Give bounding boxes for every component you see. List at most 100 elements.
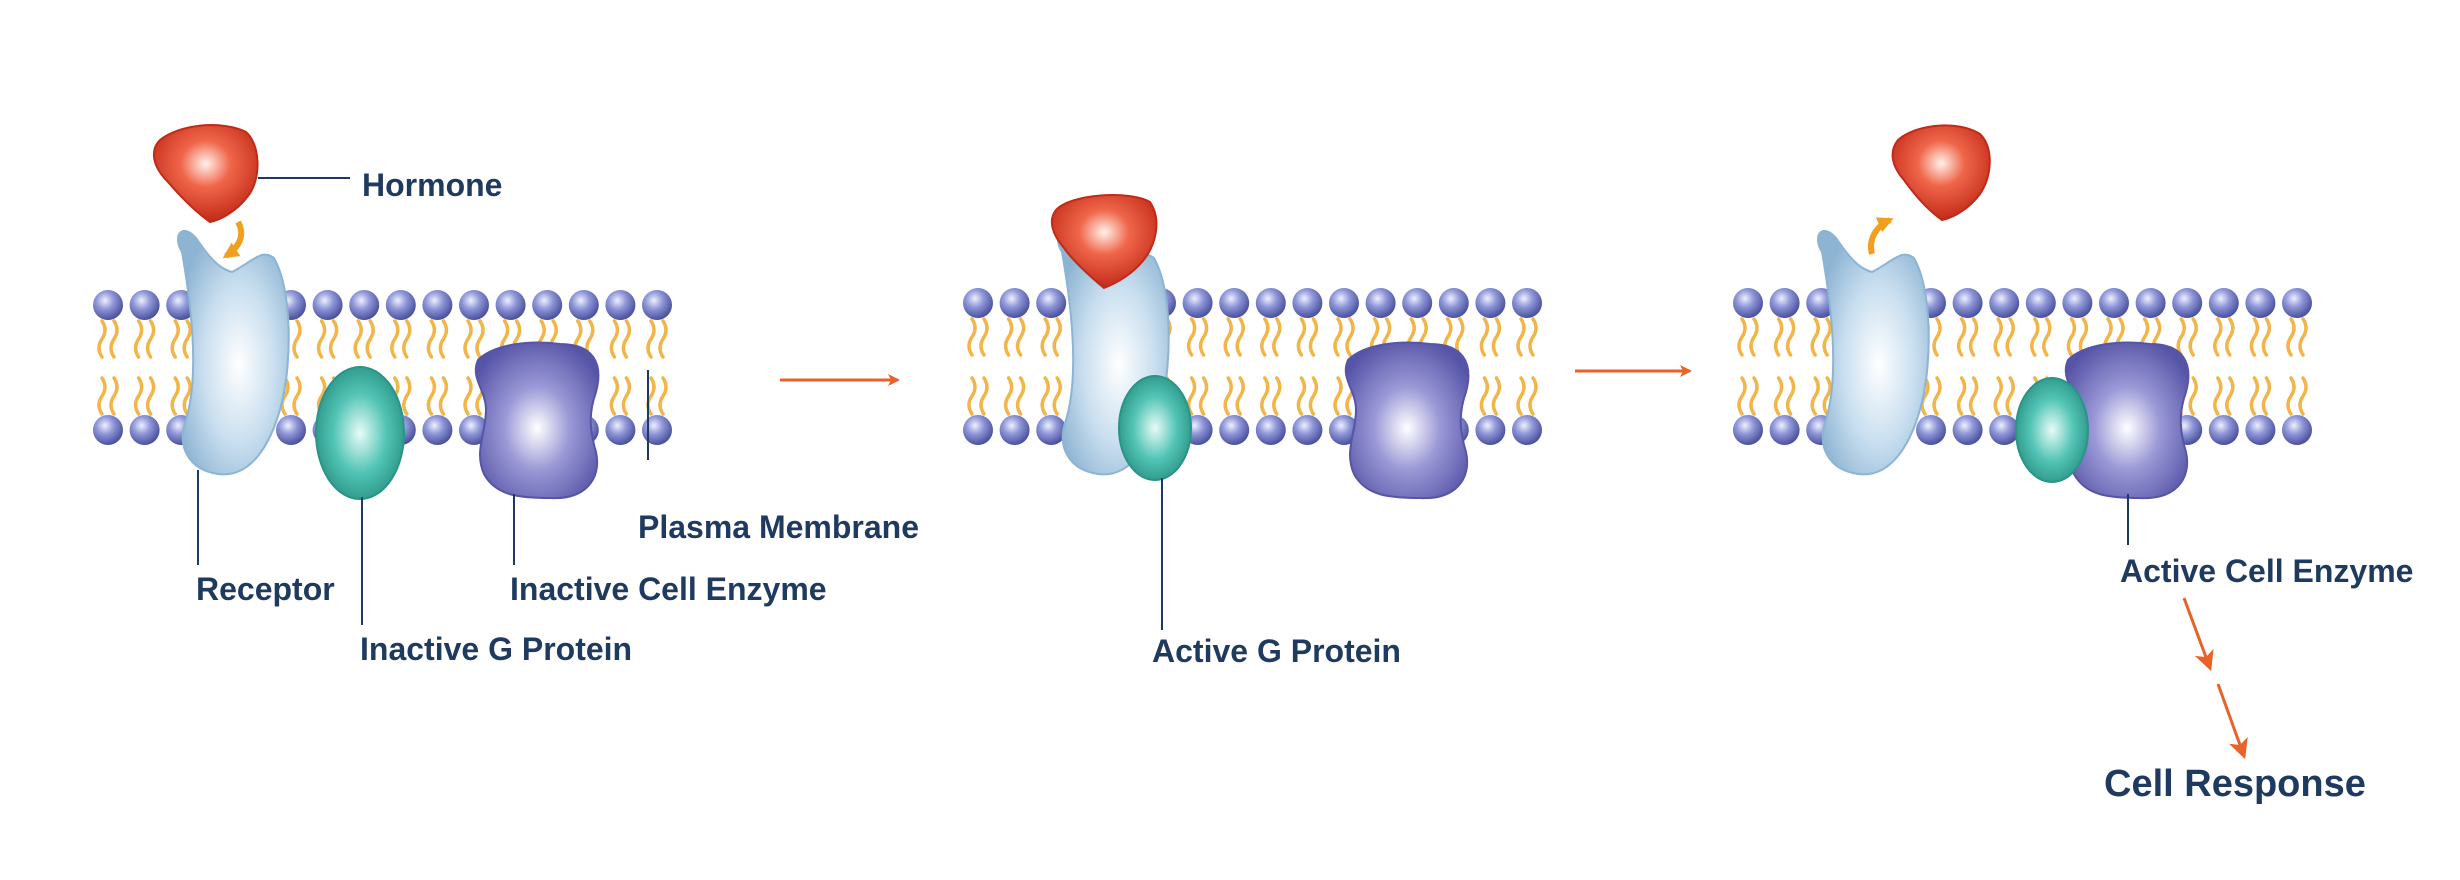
lipid-tail <box>1308 317 1319 357</box>
enzyme-shape <box>474 341 600 500</box>
lipid-tail <box>365 319 375 359</box>
lipid-tail <box>621 319 632 359</box>
lipid-tail <box>1810 376 1820 416</box>
phospholipid-head <box>2025 288 2056 318</box>
phospholipid-head <box>532 290 563 320</box>
stage-3-active <box>1817 124 2190 500</box>
release-arrow <box>1868 217 1894 255</box>
lipid-tail <box>1333 376 1343 416</box>
lipid-tail <box>2298 317 2308 357</box>
lipid-tail <box>133 376 144 416</box>
phospholipid-head <box>1219 415 1250 445</box>
lipid-tail <box>979 317 989 357</box>
lipid-tail <box>1968 376 1979 416</box>
lipid-tail <box>1235 317 1245 357</box>
lipid-tail <box>1003 317 1014 357</box>
phospholipid-head <box>1512 288 1542 318</box>
lipid-tail <box>1333 317 1343 357</box>
lipid-tail <box>1198 376 1209 416</box>
lipid-tail <box>1993 317 2003 357</box>
phospholipid-head <box>349 290 380 320</box>
phospholipid-head <box>1402 288 1433 318</box>
phospholipid-head <box>1329 288 1359 318</box>
lipid-tail <box>2261 317 2272 357</box>
lipid-tail <box>1956 376 1967 416</box>
hormone-shape <box>1891 124 1991 222</box>
phospholipid-head <box>1952 288 1983 318</box>
g-protein-shape <box>1118 375 1192 481</box>
phospholipid-head <box>93 290 123 320</box>
phospholipid-head <box>276 415 306 445</box>
lipid-tail <box>1737 317 1747 357</box>
phospholipid-head <box>642 415 672 445</box>
lipid-tail <box>328 319 339 359</box>
phospholipid-head <box>495 290 526 320</box>
phospholipid-head <box>1036 288 1067 318</box>
lipid-tail <box>979 376 989 416</box>
lipid-tail <box>182 319 192 359</box>
phospholipid-head <box>605 415 636 445</box>
lipid-tail <box>1223 317 1233 357</box>
lipid-tail <box>145 376 156 416</box>
phospholipid-head <box>1733 288 1763 318</box>
phospholipid-head <box>1219 288 1250 318</box>
receptor-shape <box>1817 230 1930 476</box>
lipid-tail <box>1198 317 1209 357</box>
lipid-tail <box>1015 317 1026 357</box>
lipid-tail <box>426 376 437 416</box>
lipid-tail <box>292 376 302 416</box>
phospholipid-head <box>385 290 416 320</box>
lipid-tail <box>967 317 977 357</box>
lipid-tail <box>170 376 180 416</box>
lipid-tail <box>2005 376 2015 416</box>
response-arrow-2 <box>2216 683 2248 760</box>
lipid-tail <box>1920 376 1930 416</box>
phospholipid-head <box>129 290 160 320</box>
lipid-tail <box>1785 317 1796 357</box>
lipid-tail <box>2225 317 2235 357</box>
lipid-tail <box>2030 317 2040 357</box>
lipid-tail <box>97 376 107 416</box>
hormone-label: Hormone <box>362 167 502 203</box>
inactive-cell-enzyme-label: Inactive Cell Enzyme <box>510 571 827 607</box>
phospholipid-head <box>1989 415 2020 445</box>
lipid-tail <box>1260 376 1270 416</box>
phospholipid-head <box>1182 288 1213 318</box>
lipid-tail <box>1822 376 1832 416</box>
phospholipid-head <box>1475 288 1506 318</box>
lipid-tail <box>1491 317 1502 357</box>
lipid-tail <box>1932 317 1942 357</box>
lipid-tail <box>1345 317 1355 357</box>
phospholipid-head <box>2099 288 2129 318</box>
phospholipid-head <box>1438 288 1469 318</box>
lipid-tail <box>1956 317 1967 357</box>
phospholipid-head <box>963 288 993 318</box>
phospholipid-head <box>2245 288 2276 318</box>
phospholipid-head <box>1989 288 2020 318</box>
lipid-tail <box>390 319 400 359</box>
plasma-membrane-label: Plasma Membrane <box>638 509 919 545</box>
lipid-tail <box>1052 376 1062 416</box>
lipid-tail <box>1260 317 1270 357</box>
lipid-tail <box>1223 376 1233 416</box>
phospholipid-head <box>999 288 1030 318</box>
lipid-tail <box>2225 376 2235 416</box>
phospholipid-head <box>422 290 453 320</box>
response-arrow-1 <box>2182 597 2214 672</box>
lipid-tail <box>658 376 668 416</box>
lipid-tail <box>646 319 656 359</box>
lipid-tail <box>1052 317 1062 357</box>
lipid-tail <box>1528 317 1538 357</box>
phospholipid-head <box>999 415 1030 445</box>
lipid-tail <box>1773 317 1784 357</box>
binding-arrow <box>222 220 245 259</box>
lipid-tail <box>1479 376 1490 416</box>
lipid-tail <box>2249 376 2260 416</box>
lipid-tail <box>1272 317 1282 357</box>
lipid-tail <box>1932 376 1942 416</box>
phospholipid-head <box>1292 288 1323 318</box>
lipid-tail <box>1968 317 1979 357</box>
phospholipid-head <box>642 290 672 320</box>
lipid-tail <box>2298 376 2308 416</box>
